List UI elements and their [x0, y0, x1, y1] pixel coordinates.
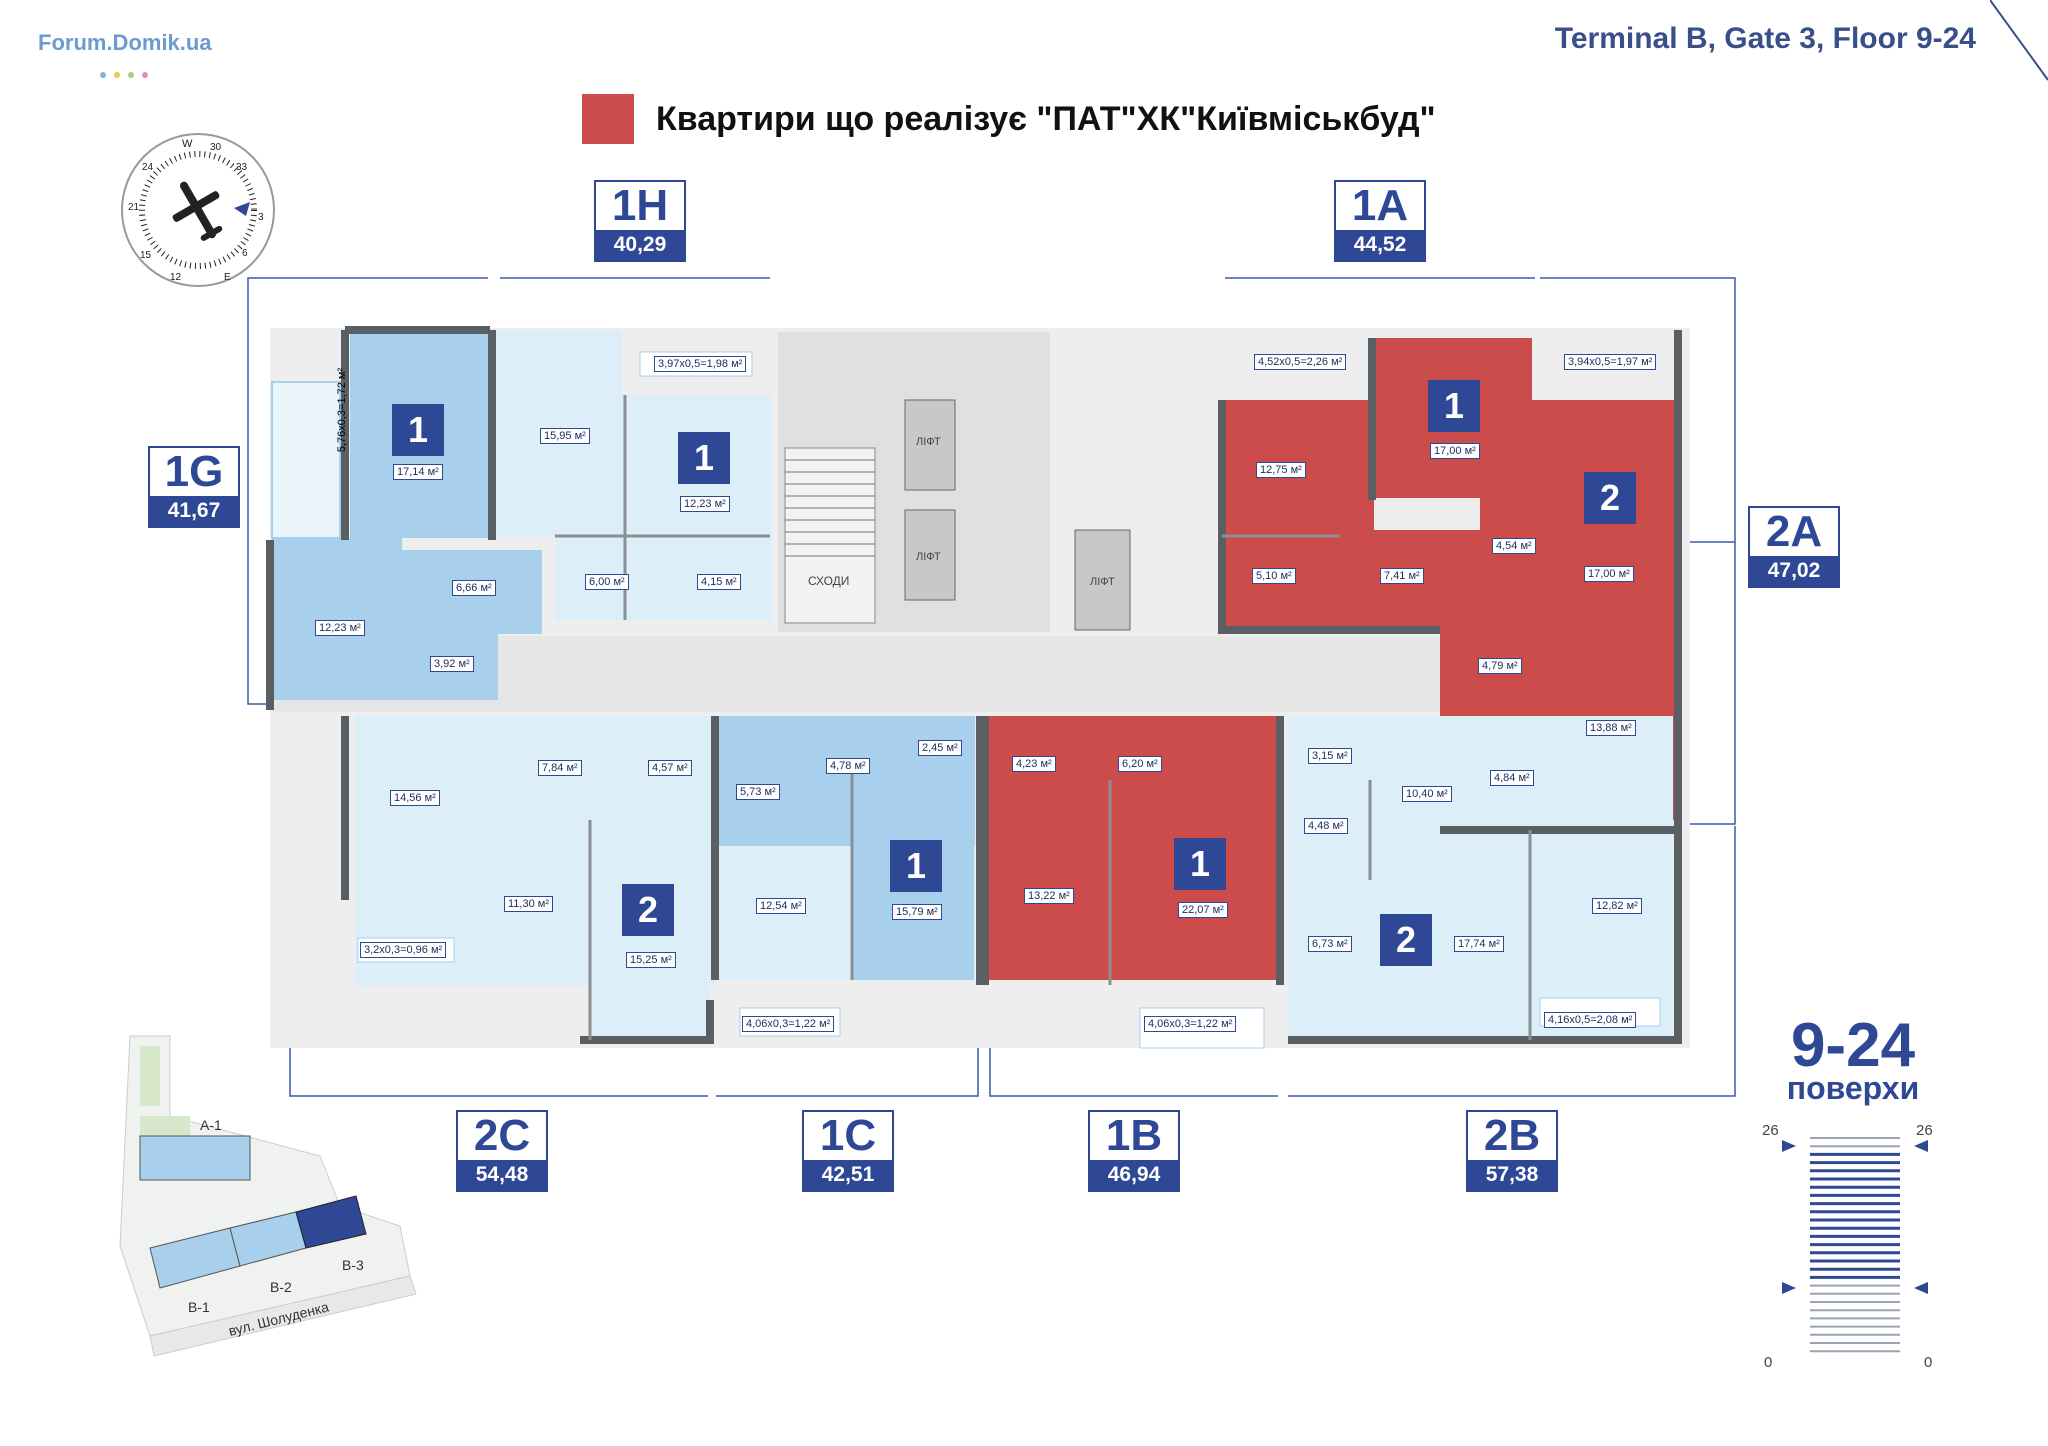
apt-area-1c: 42,51 — [804, 1160, 892, 1190]
walls — [266, 326, 1682, 1044]
floors-bottom-left: 0 — [1764, 1354, 1773, 1371]
apt-code-1a: 1A — [1351, 181, 1409, 230]
floors-top-left: 26 — [1762, 1122, 1779, 1139]
apt-code-2b: 2B — [1483, 1111, 1541, 1160]
rooms-badge-1b: 1 — [1174, 838, 1226, 890]
site-label-b3: B-3 — [342, 1257, 364, 1273]
forum-logo: Forum.Domik.ua — [38, 30, 212, 84]
lift-2 — [904, 509, 956, 601]
rooms-badge-2b: 2 — [1380, 914, 1432, 966]
apt-label-1c: 1C 42,51 — [802, 1110, 894, 1192]
street — [149, 1275, 417, 1357]
rooms-badge-2c: 2 — [622, 884, 674, 936]
compass: W 30 33 3 6 E 12 15 21 24 — [121, 133, 275, 287]
apt-area-1g: 41,67 — [150, 496, 238, 526]
apt-code-1h: 1H — [611, 181, 669, 230]
apt-code-2a: 2A — [1765, 507, 1823, 556]
floor-marker-top-right — [1914, 1140, 1928, 1152]
rooms-badge-1c: 1 — [890, 840, 942, 892]
apt-area-1a: 44,52 — [1336, 230, 1424, 260]
apt-label-2b: 2B 57,38 — [1466, 1110, 1558, 1192]
apt-label-1g: 1G 41,67 — [148, 446, 240, 528]
site-plan: A-1 B-1 B-2 B-3 вул. Шолуденка — [119, 1035, 417, 1357]
apt-code-1c: 1C — [819, 1111, 877, 1160]
floors-word: поверхи — [1786, 1070, 1920, 1106]
logo-text: Forum.Domik.ua — [38, 30, 212, 55]
floors-stack — [1782, 1137, 1928, 1353]
logo-dots — [100, 58, 212, 84]
compass-pointer — [234, 202, 250, 216]
lift-label-3: ЛІФТ — [1090, 576, 1115, 588]
apt-area-2c: 54,48 — [458, 1160, 546, 1190]
corner-line — [1990, 0, 2048, 81]
plane-icon — [172, 181, 223, 241]
floors-bottom-right: 0 — [1924, 1354, 1933, 1371]
compass-24: 24 — [142, 162, 154, 173]
floor-marker-mid-right — [1914, 1282, 1928, 1294]
apt-label-1b: 1B 46,94 — [1088, 1110, 1180, 1192]
stairs-label: СХОДИ — [808, 574, 849, 588]
legend-swatch — [582, 94, 634, 144]
apt-area-2b: 57,38 — [1468, 1160, 1556, 1190]
inner-walls — [555, 395, 1532, 1040]
floors-top-right: 26 — [1916, 1122, 1933, 1139]
main-corridor — [272, 636, 1672, 712]
stair-steps — [785, 459, 875, 557]
apt-area-1b: 46,94 — [1090, 1160, 1178, 1190]
compass-w: W — [182, 138, 193, 150]
apartment-1g — [271, 330, 542, 700]
lift-label-1: ЛІФТ — [916, 436, 941, 448]
site-label-a1: A-1 — [200, 1117, 222, 1133]
apt-label-2c: 2C 54,48 — [456, 1110, 548, 1192]
lift-1 — [904, 399, 956, 491]
compass-3: 3 — [258, 212, 264, 223]
rooms-badge-1h: 1 — [678, 432, 730, 484]
lift-label-2: ЛІФТ — [916, 551, 941, 563]
rooms-badge-1a: 1 — [1428, 380, 1480, 432]
apartment-2b — [1288, 716, 1673, 1036]
page-title: Terminal B, Gate 3, Floor 9-24 — [1554, 22, 1976, 55]
compass-12: 12 — [170, 272, 182, 283]
floor-marker-mid-left — [1782, 1282, 1796, 1294]
apt-label-2a: 2A 47,02 — [1748, 506, 1840, 588]
floors-range: 9-24 — [1790, 1011, 1916, 1080]
compass-33: 33 — [236, 162, 248, 173]
apt-area-1h: 40,29 — [596, 230, 684, 260]
stairs — [784, 447, 876, 624]
compass-e: E — [224, 272, 231, 283]
apt-code-1g: 1G — [164, 447, 224, 496]
apt-code-2c: 2C — [473, 1111, 531, 1160]
rooms-badge-2a: 2 — [1584, 472, 1636, 524]
compass-6: 6 — [242, 248, 248, 259]
building-a1 — [139, 1135, 251, 1181]
compass-ticks — [139, 151, 257, 269]
building-b3 — [295, 1195, 367, 1249]
site-green-1 — [140, 1046, 160, 1106]
site-label-b1: B-1 — [188, 1299, 210, 1315]
floor-marker-top-left — [1782, 1140, 1796, 1152]
compass-15: 15 — [140, 250, 152, 261]
rooms-badge-1g: 1 — [392, 404, 444, 456]
apt-label-1h: 1H 40,29 — [594, 180, 686, 262]
legend-text: Квартири що реалізує "ПАТ"ХК"Київміськбу… — [656, 100, 1436, 138]
apt-code-1b: 1B — [1105, 1111, 1163, 1160]
lift-3 — [1074, 529, 1131, 631]
site-label-b2: B-2 — [270, 1279, 292, 1295]
apt-area-2a: 47,02 — [1750, 556, 1838, 586]
compass-30: 30 — [210, 142, 222, 153]
apt-label-1a: 1A 44,52 — [1334, 180, 1426, 262]
compass-21: 21 — [128, 202, 140, 213]
floor-lines — [1810, 1137, 1900, 1353]
